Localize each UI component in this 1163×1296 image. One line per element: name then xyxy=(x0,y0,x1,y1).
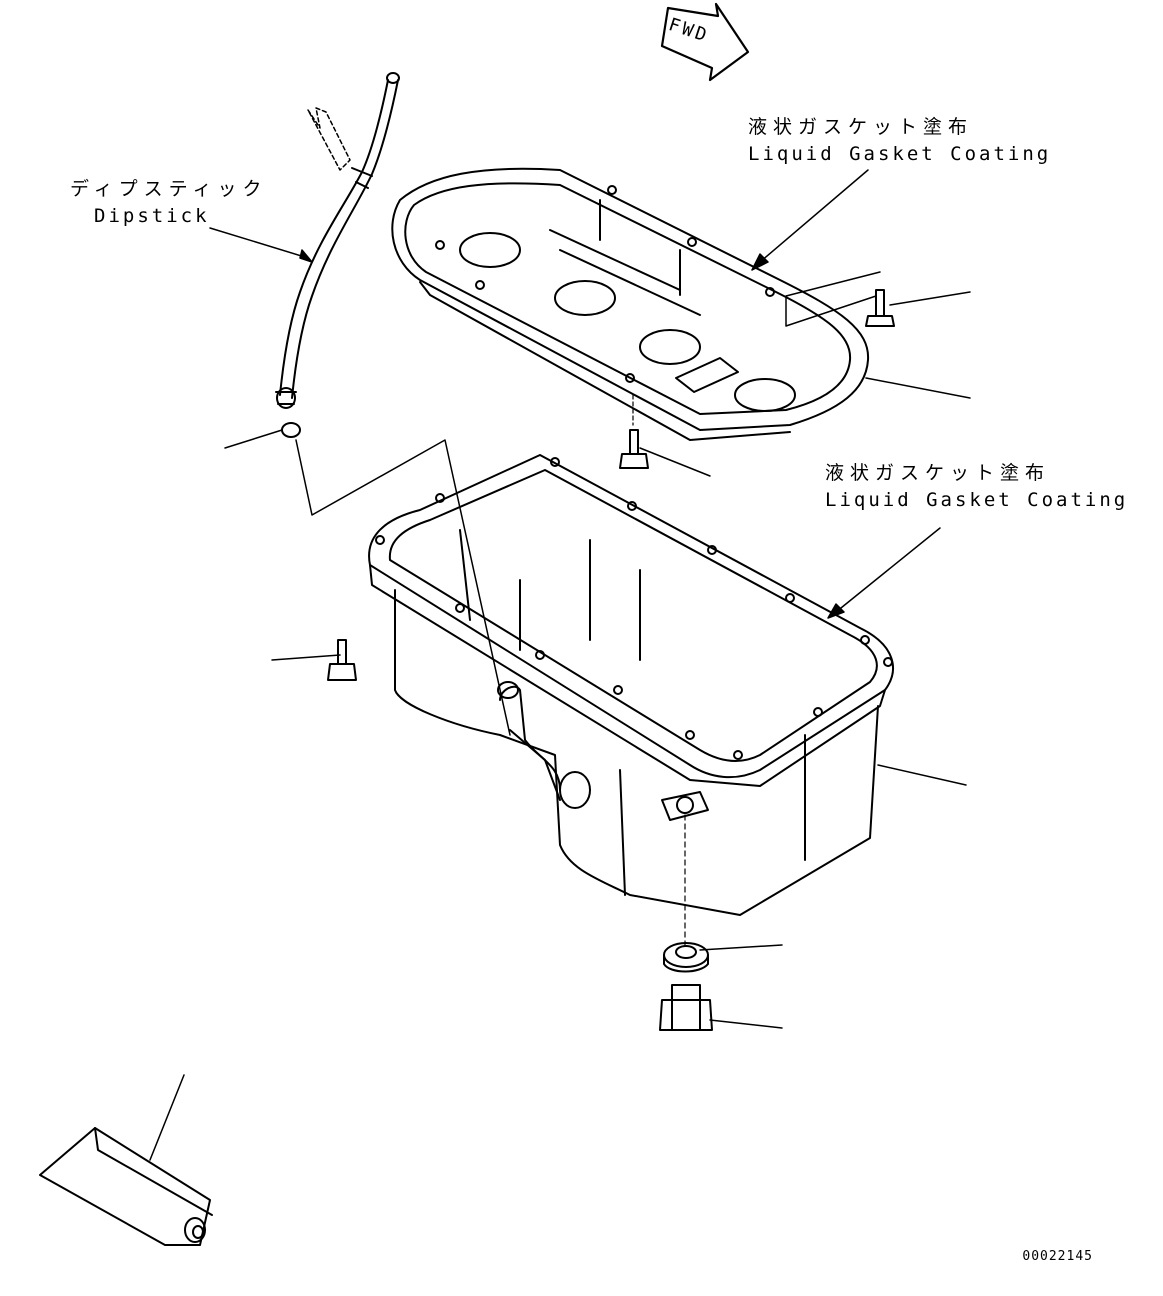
dipstick-part xyxy=(275,72,400,438)
dipstick-label-en: Dipstick xyxy=(94,205,210,227)
side-bolt xyxy=(327,639,357,681)
leader-lines xyxy=(209,227,511,736)
gasket-upper-label-en: Liquid Gasket Coating xyxy=(748,143,1052,165)
gasket-tube-icon xyxy=(39,1127,213,1246)
oil-pan-part xyxy=(368,454,894,916)
drain-plug-part xyxy=(659,942,713,1031)
gasket-upper-label-jp: 液状ガスケット塗布 xyxy=(748,116,974,138)
fwd-arrow-icon xyxy=(660,2,750,82)
gasket-lower-label-jp: 液状ガスケット塗布 xyxy=(825,462,1051,484)
upper-leaders xyxy=(639,169,971,477)
gasket-lower-label-en: Liquid Gasket Coating xyxy=(825,489,1129,511)
dipstick-label-jp: ディプスティック xyxy=(70,178,268,200)
drawing-number: 00022145 xyxy=(1022,1249,1093,1264)
lower-leaders xyxy=(149,527,967,1161)
baffle-plate-part xyxy=(391,167,870,441)
upper-bolts xyxy=(619,289,895,469)
